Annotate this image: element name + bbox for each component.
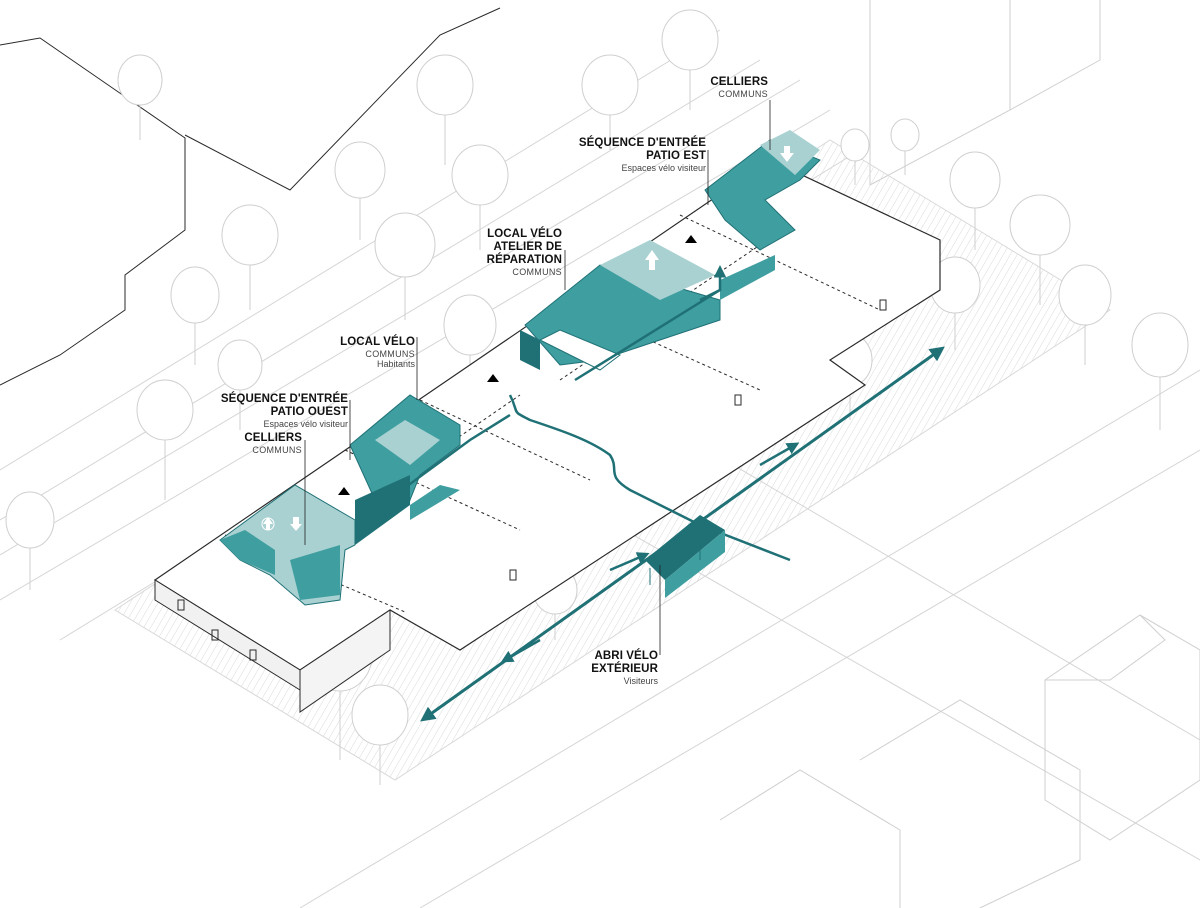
label-sequence-ouest: SÉQUENCE D'ENTRÉE PATIO OUEST Espaces vé… — [200, 393, 348, 429]
label-sequence-ouest-sub: Espaces vélo visiteur — [263, 418, 348, 429]
label-sequence-est-sub: Espaces vélo visiteur — [621, 162, 706, 173]
label-abri-velo-sub: Visiteurs — [623, 675, 658, 686]
label-local-velo-atelier: LOCAL VÉLO ATELIER DE RÉPARATION COMMUNS — [420, 228, 562, 277]
label-sequence-est-title1: SÉQUENCE D'ENTRÉE — [578, 137, 706, 149]
context-building-northwest — [0, 7, 501, 386]
label-local-velo-atelier-sub: COMMUNS — [512, 266, 562, 277]
abri-velo-structure — [645, 515, 725, 598]
down-arrow-icon — [290, 517, 302, 531]
label-celliers-est-title: CELLIERS — [710, 76, 768, 88]
label-abri-velo-title1: ABRI VÉLO — [594, 650, 658, 662]
label-celliers-ouest-sub: COMMUNS — [252, 444, 302, 455]
label-celliers-est: CELLIERS COMMUNS — [680, 76, 768, 99]
label-abri-velo-title2: EXTÉRIEUR — [591, 662, 658, 675]
label-celliers-ouest: CELLIERS COMMUNS — [214, 432, 302, 455]
label-local-velo-title: LOCAL VÉLO — [340, 336, 415, 348]
label-local-velo: LOCAL VÉLO COMMUNS Habitants — [325, 336, 415, 369]
label-local-velo-atelier-title1: LOCAL VÉLO — [487, 228, 562, 240]
down-arrow-icon-celliers-est — [780, 146, 794, 162]
label-local-velo-atelier-title2: ATELIER DE RÉPARATION — [486, 240, 562, 266]
up-arrow-icon — [261, 517, 275, 531]
label-celliers-ouest-title: CELLIERS — [244, 432, 302, 444]
label-abri-velo: ABRI VÉLO EXTÉRIEUR Visiteurs — [568, 650, 658, 686]
label-local-velo-sub1: COMMUNS — [365, 348, 415, 359]
leader-lines — [304, 100, 771, 655]
label-sequence-ouest-title1: SÉQUENCE D'ENTRÉE — [220, 393, 348, 405]
up-arrow-icon-atelier — [645, 250, 659, 270]
label-sequence-est: SÉQUENCE D'ENTRÉE PATIO EST Espaces vélo… — [560, 137, 706, 173]
label-sequence-ouest-title2: PATIO OUEST — [270, 405, 348, 418]
label-local-velo-sub2: Habitants — [376, 358, 415, 369]
label-sequence-est-title2: PATIO EST — [646, 149, 706, 162]
label-celliers-est-sub: COMMUNS — [718, 88, 768, 99]
